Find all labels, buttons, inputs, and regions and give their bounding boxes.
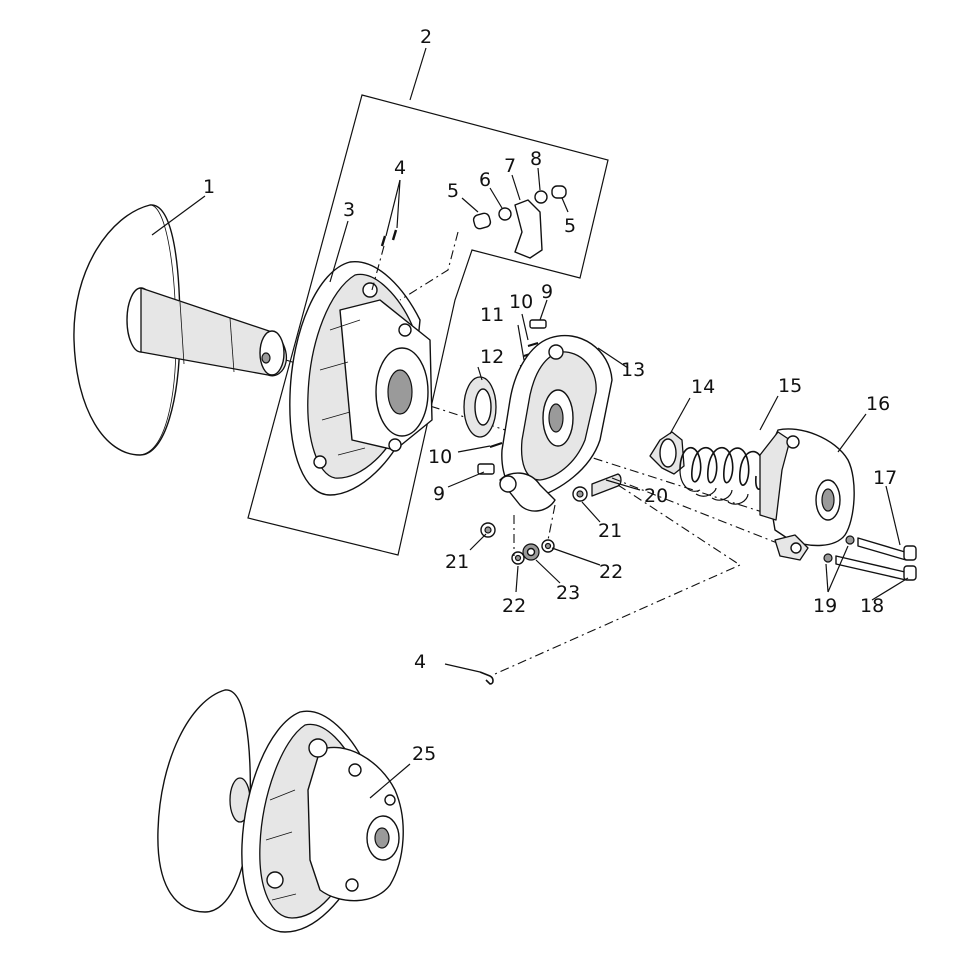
roller-weight-assembly [472, 185, 567, 259]
callout-19: 19 [813, 595, 837, 617]
callout-12: 12 [480, 346, 504, 368]
callout-16: 16 [866, 393, 890, 415]
clip-part [479, 671, 494, 685]
fixed-sheave-part [73, 204, 288, 456]
callout-20: 20 [644, 485, 668, 507]
leader-18 [871, 577, 909, 601]
pin-part-top [380, 229, 398, 247]
leader-2 [409, 47, 427, 101]
leader-22-a [551, 547, 601, 566]
callout-21-left: 21 [445, 551, 469, 573]
washer-ring-part [463, 376, 497, 438]
leader-4-a [385, 179, 401, 237]
callout-23: 23 [556, 582, 580, 604]
leader-4-lower [444, 663, 481, 673]
callout-22-right: 22 [599, 561, 623, 583]
callout-3: 3 [343, 199, 355, 221]
callout-10-bottom: 10 [428, 446, 452, 468]
axis-line-roller [399, 231, 459, 301]
leader-10-b [457, 445, 491, 453]
leader-16 [837, 413, 867, 453]
cover-bolts-part [823, 535, 917, 581]
leader-6 [489, 187, 503, 209]
callout-8: 8 [530, 148, 542, 170]
button-slider-bottom [477, 442, 503, 475]
callout-25: 25 [412, 743, 436, 765]
assembly-group-outline [247, 94, 609, 556]
leader-5-a [461, 197, 479, 213]
leader-13 [597, 347, 629, 369]
callout-22-left: 22 [502, 595, 526, 617]
leader-9-a [539, 299, 548, 321]
callout-18: 18 [860, 595, 884, 617]
leader-8 [537, 167, 541, 191]
leader-4-b [396, 179, 401, 229]
callout-6: 6 [479, 169, 491, 191]
leader-25 [369, 763, 411, 799]
callout-9-top: 9 [541, 281, 553, 303]
callout-2: 2 [420, 26, 432, 48]
callout-7: 7 [504, 155, 516, 177]
leader-12 [477, 366, 483, 381]
spider-part [499, 334, 613, 512]
leader-19-b [825, 563, 829, 593]
leader-22-b [515, 565, 519, 593]
callout-5-left: 5 [447, 180, 459, 202]
leader-10-a [521, 313, 529, 341]
callout-14: 14 [691, 376, 715, 398]
movable-sheave-part [289, 261, 433, 496]
leader-14 [669, 397, 691, 435]
complete-assembly-part [157, 689, 404, 933]
leader-17 [885, 485, 901, 546]
callout-1: 1 [203, 176, 215, 198]
spring-part [679, 446, 766, 505]
leader-11 [517, 324, 525, 361]
callout-4-lower: 4 [414, 651, 426, 673]
axis-line-bolts-17-18 [611, 477, 791, 549]
leader-23 [535, 559, 561, 584]
callout-15: 15 [778, 375, 802, 397]
leader-15 [759, 395, 779, 431]
axis-line-to-pin [494, 484, 742, 675]
callout-13: 13 [621, 359, 645, 381]
axis-line-bolt-2 [547, 504, 556, 541]
leader-20 [605, 479, 641, 491]
leader-21-b [469, 533, 487, 551]
callout-11: 11 [480, 304, 504, 326]
leader-19-a [827, 545, 849, 593]
callout-9-bottom: 9 [433, 483, 445, 505]
nut-part [649, 431, 685, 475]
callout-5-right: 5 [564, 215, 576, 237]
axis-line-pins [371, 245, 385, 291]
leader-5-b [561, 197, 569, 213]
leader-9-b [447, 471, 485, 488]
cover-part [759, 428, 855, 561]
leader-7 [511, 174, 521, 201]
bolt-washers-part [480, 473, 622, 565]
callout-17: 17 [873, 467, 897, 489]
leader-1 [151, 195, 206, 236]
leader-3 [329, 220, 349, 283]
callout-21-right: 21 [598, 520, 622, 542]
callout-10-top: 10 [509, 291, 533, 313]
leader-21-a [581, 501, 601, 523]
callout-4-top: 4 [394, 157, 406, 179]
